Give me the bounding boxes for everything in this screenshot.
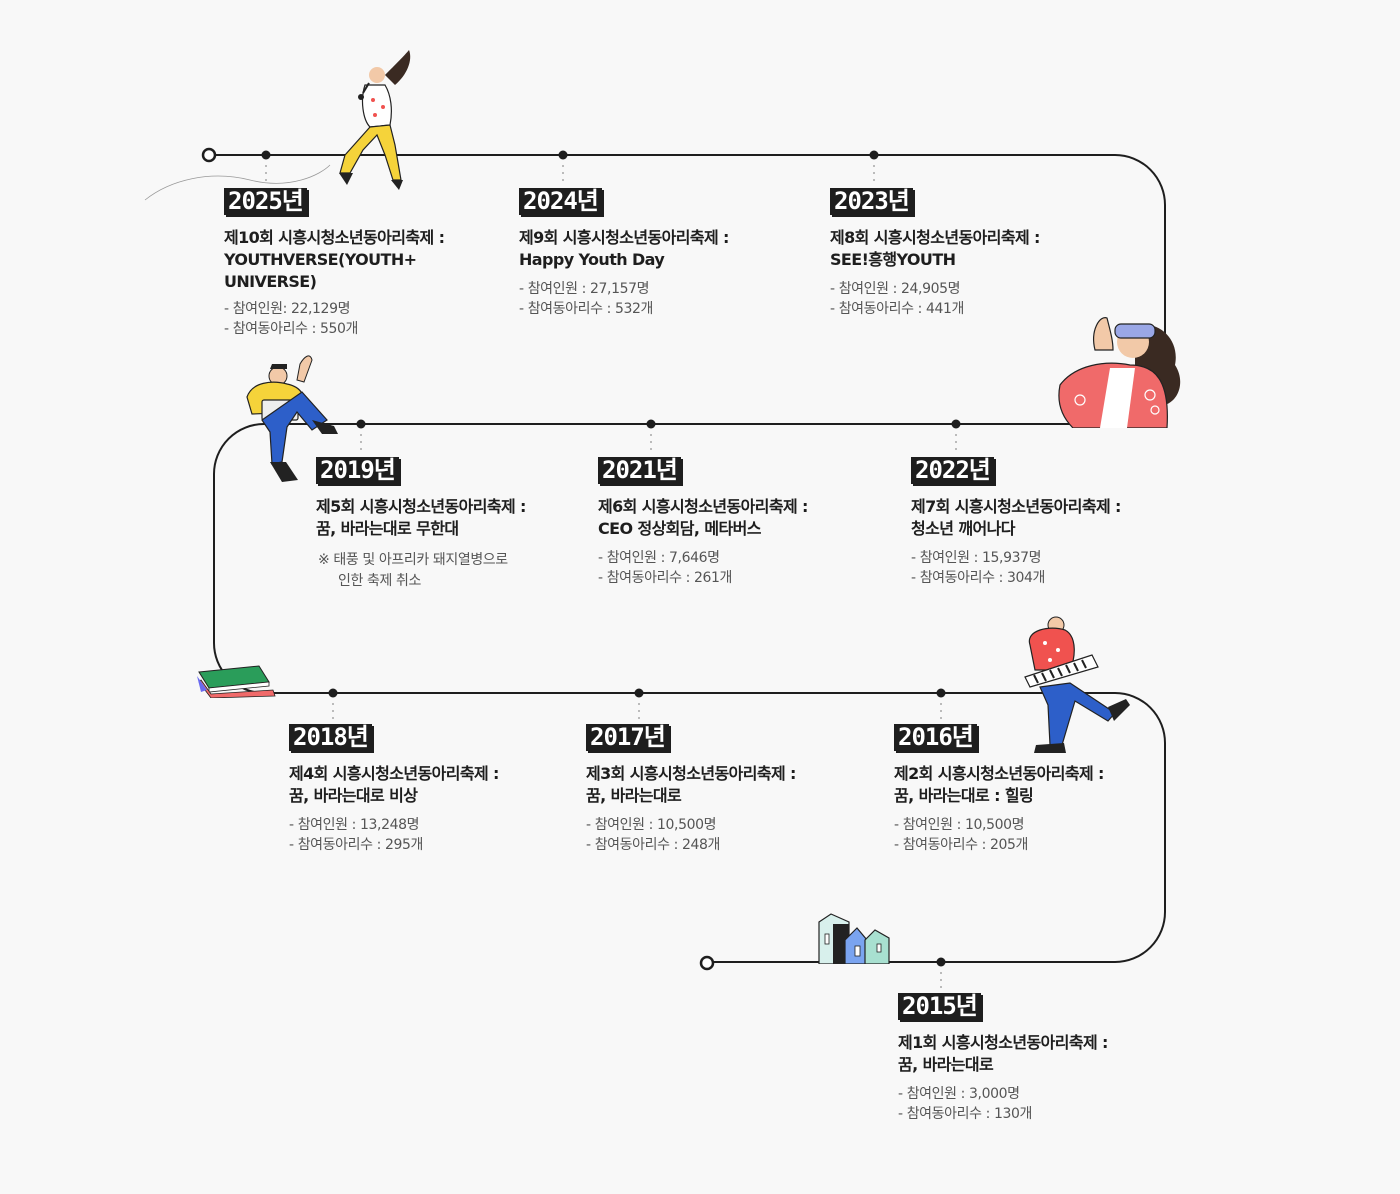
- timeline-start-node: [201, 147, 217, 163]
- decorative-curve: [144, 164, 331, 201]
- participants-count: - 참여인원 : 7,646명: [598, 550, 720, 566]
- clubs-count: - 참여동아리수 : 130개: [898, 1106, 1033, 1122]
- timeline-entry-2023: 2023년 제8회 시흥시청소년동아리축제 : SEE!흥행YOUTH - 참여…: [830, 188, 1120, 319]
- festival-title: 제7회 시흥시청소년동아리축제 : 청소년 깨어나다: [911, 497, 1121, 538]
- year-badge: 2015년: [898, 993, 981, 1020]
- timeline-node: [356, 419, 366, 429]
- timeline-track: [209, 154, 1166, 963]
- year-badge: 2019년: [316, 457, 399, 484]
- participants-count: - 참여인원 : 15,937명: [911, 550, 1042, 566]
- year-badge: 2022년: [911, 457, 994, 484]
- year-badge: 2017년: [586, 724, 669, 751]
- year-badge: 2025년: [224, 188, 307, 215]
- cancellation-note: ※ 태풍 및 아프리카 돼지열병으로 인한 축제 취소: [316, 550, 606, 592]
- timeline-node: [869, 150, 879, 160]
- festival-title: 제6회 시흥시청소년동아리축제 : CEO 정상회담, 메타버스: [598, 497, 808, 538]
- timeline-node: [634, 688, 644, 698]
- festival-title: 제8회 시흥시청소년동아리축제 : SEE!흥행YOUTH: [830, 228, 1040, 269]
- participants-count: - 참여인원 : 10,500명: [586, 817, 717, 833]
- year-badge: 2024년: [519, 188, 602, 215]
- clubs-count: - 참여동아리수 : 532개: [519, 301, 654, 317]
- year-badge: 2018년: [289, 724, 372, 751]
- books-illustration: [197, 665, 276, 698]
- note-line-2: 인한 축제 취소: [338, 573, 421, 589]
- timeline-entry-2015: 2015년 제1회 시흥시청소년동아리축제 : 꿈, 바라는대로 - 참여인원 …: [898, 993, 1188, 1124]
- participants-count: - 참여인원 : 13,248명: [289, 817, 420, 833]
- timeline-node: [646, 419, 656, 429]
- clubs-count: - 참여동아리수 : 205개: [894, 837, 1029, 853]
- timeline-entry-2017: 2017년 제3회 시흥시청소년동아리축제 : 꿈, 바라는대로 - 참여인원 …: [586, 724, 876, 855]
- participants-count: - 참여인원 : 10,500명: [894, 817, 1025, 833]
- year-badge: 2023년: [830, 188, 913, 215]
- keyboard-player-illustration: [1024, 616, 1130, 753]
- timeline-node: [261, 150, 271, 160]
- note-line-1: ※ 태풍 및 아프리카 돼지열병으로: [318, 552, 508, 568]
- vr-headset-illustration: [1058, 317, 1181, 428]
- clubs-count: - 참여동아리수 : 261개: [598, 570, 733, 586]
- participants-count: - 참여인원: 22,129명: [224, 301, 351, 317]
- timeline-entry-2016: 2016년 제2회 시흥시청소년동아리축제 : 꿈, 바라는대로 : 힐링 - …: [894, 724, 1184, 855]
- festival-title: 제2회 시흥시청소년동아리축제 : 꿈, 바라는대로 : 힐링: [894, 764, 1104, 805]
- timeline-entry-2024: 2024년 제9회 시흥시청소년동아리축제 : Happy Youth Day …: [519, 188, 809, 319]
- festival-title: 제1회 시흥시청소년동아리축제 : 꿈, 바라는대로: [898, 1033, 1108, 1074]
- timeline-node: [328, 688, 338, 698]
- participants-count: - 참여인원 : 3,000명: [898, 1086, 1020, 1102]
- laptop-boy-illustration: [246, 355, 338, 482]
- participants-count: - 참여인원 : 24,905명: [830, 281, 961, 297]
- clubs-count: - 참여동아리수 : 295개: [289, 837, 424, 853]
- timeline-entry-2022: 2022년 제7회 시흥시청소년동아리축제 : 청소년 깨어나다 - 참여인원 …: [911, 457, 1201, 588]
- timeline-entry-2019: 2019년 제5회 시흥시청소년동아리축제 : 꿈, 바라는대로 무한대 ※ 태…: [316, 457, 606, 592]
- singer-illustration: [339, 50, 411, 190]
- festival-title: 제9회 시흥시청소년동아리축제 : Happy Youth Day: [519, 228, 729, 269]
- year-badge: 2021년: [598, 457, 681, 484]
- timeline-end-node: [699, 955, 715, 971]
- timeline-node: [936, 688, 946, 698]
- timeline-entry-2025: 2025년 제10회 시흥시청소년동아리축제 : YOUTHVERSE(YOUT…: [224, 188, 514, 339]
- clubs-count: - 참여동아리수 : 248개: [586, 837, 721, 853]
- timeline-node: [936, 957, 946, 967]
- timeline-entry-2018: 2018년 제4회 시흥시청소년동아리축제 : 꿈, 바라는대로 비상 - 참여…: [289, 724, 579, 855]
- festival-title: 제5회 시흥시청소년동아리축제 : 꿈, 바라는대로 무한대: [316, 497, 526, 538]
- clubs-count: - 참여동아리수 : 550개: [224, 321, 359, 337]
- clubs-count: - 참여동아리수 : 441개: [830, 301, 965, 317]
- year-badge: 2016년: [894, 724, 977, 751]
- participants-count: - 참여인원 : 27,157명: [519, 281, 650, 297]
- clubs-count: - 참여동아리수 : 304개: [911, 570, 1046, 586]
- timeline-node: [558, 150, 568, 160]
- festival-title: 제3회 시흥시청소년동아리축제 : 꿈, 바라는대로: [586, 764, 796, 805]
- timeline-entry-2021: 2021년 제6회 시흥시청소년동아리축제 : CEO 정상회담, 메타버스 -…: [598, 457, 888, 588]
- houses-illustration: [818, 913, 890, 964]
- festival-title: 제10회 시흥시청소년동아리축제 : YOUTHVERSE(YOUTH+ UNI…: [224, 228, 445, 291]
- festival-title: 제4회 시흥시청소년동아리축제 : 꿈, 바라는대로 비상: [289, 764, 499, 805]
- timeline-node: [951, 419, 961, 429]
